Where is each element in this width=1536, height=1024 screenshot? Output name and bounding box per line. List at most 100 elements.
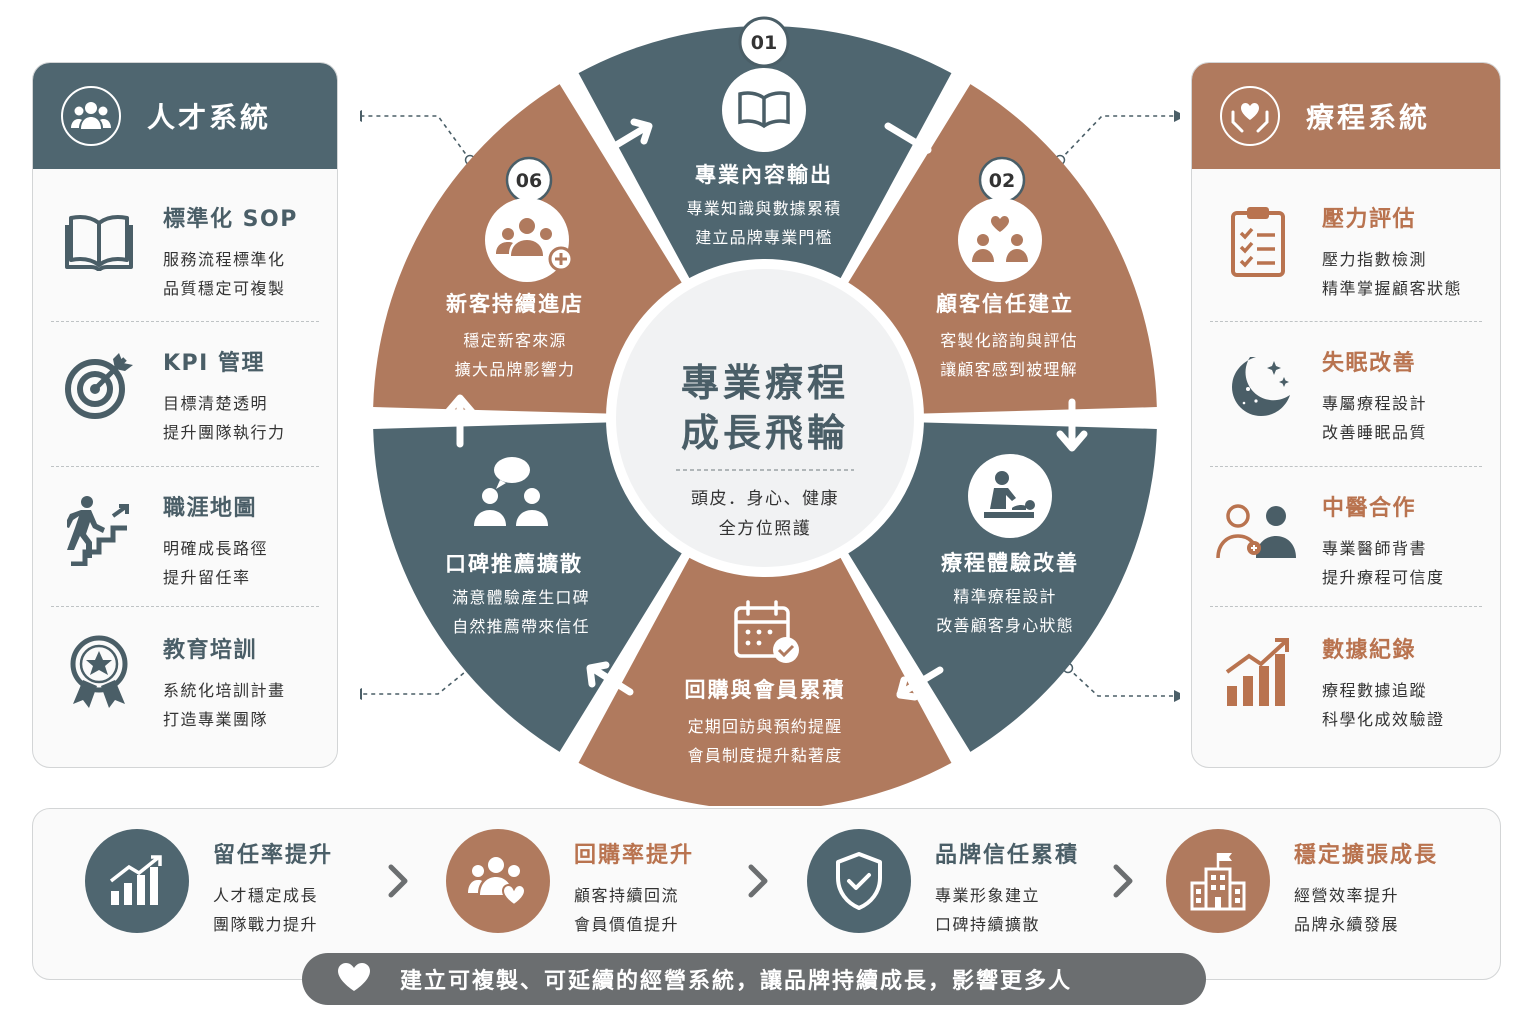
talent-item-line: 打造專業團隊 [163,710,269,729]
treatment-item-line: 科學化成效驗證 [1322,710,1445,729]
segment-line: 會員制度提升黏著度 [688,746,843,765]
outcomes-panel: 留任率提升 人才穩定成長 團隊戰力提升 回購率提升 顧客持續回流 會員價值提升 … [32,808,1501,980]
talent-item-sop: 標準化 SOP 服務流程標準化 品質穩定可複製 [33,171,337,311]
flow-arrow [604,118,653,154]
treatment-item-line: 療程數據追蹤 [1322,681,1428,700]
shield-check-icon [807,829,911,933]
treatment-item-stress: 壓力評估 壓力指數檢測 精準掌握顧客狀態 [1192,171,1500,311]
book-icon [63,205,135,277]
divider [1210,606,1482,607]
center-sub-line-1: 頭皮．身心、健康 [691,489,839,509]
chevron-right-icon [745,861,771,905]
outcome-line: 團隊戰力提升 [213,915,319,934]
talent-item-training: 教育培訓 系統化培訓計畫 打造專業團隊 [33,602,337,742]
building-flag-icon [1166,829,1270,933]
connector-top-right [1059,115,1176,161]
outcome-line: 品牌永續發展 [1294,915,1400,934]
heart-hands-icon [1220,86,1280,146]
flow-arrow [444,394,476,448]
segment-title: 回購與會員累積 [685,678,846,702]
treatment-item-title: 失眠改善 [1322,351,1417,376]
segment-03-wedge [843,422,1157,752]
treatment-item-tcm: 中醫合作 專業醫師背書 提升療程可信度 [1192,460,1500,600]
talent-item-line: 系統化培訓計畫 [163,681,286,700]
career-stairs-icon [63,494,135,566]
treatment-item-data: 數據紀錄 療程數據追蹤 科學化成效驗證 [1192,602,1500,742]
center-title-line-2: 成長飛輪 [681,411,849,455]
talent-panel-title: 人才系統 [147,101,272,134]
connector-arrowheads [360,110,1180,702]
divider [1210,466,1482,467]
center-title-line-1: 專業療程 [681,361,849,405]
treatment-item-line: 專業醫師背書 [1322,539,1428,558]
segment-06-new-customers: 06 新客持續進店 穩定新客來源 擴大品牌影響力 [446,156,584,379]
segment-01-wedge [578,26,952,287]
outcome-line: 口碑持續擴散 [935,915,1041,934]
center-sub-line-2: 全方位照護 [719,519,812,539]
talent-item-title: 教育培訓 [163,638,258,663]
flow-arrow [884,122,932,159]
connector-lines [360,115,1176,697]
outcome-title: 回購率提升 [574,843,695,868]
segment-02-customer-trust: 02 顧客信任建立 客製化諮詢與評估 讓顧客感到被理解 [936,156,1078,379]
flywheel-center [606,259,924,577]
treatment-system-panel: 療程系統 壓力評估 壓力指數檢測 精準掌握顧客狀態 失眠改善 專屬療程設計 改善… [1191,62,1501,768]
outcome-line: 會員價值提升 [574,915,680,934]
segment-title: 專業內容輸出 [695,163,833,187]
segment-line: 改善顧客身心狀態 [936,616,1074,635]
talent-panel-header: 人才系統 [33,63,337,169]
treatment-item-line: 改善睡眠品質 [1322,423,1428,442]
segment-line: 自然推薦帶來信任 [452,617,590,636]
segment-line: 建立品牌專業門檻 [695,228,833,247]
treatment-item-line: 壓力指數檢測 [1322,250,1428,269]
segment-line: 穩定新客來源 [463,331,566,350]
segment-05-word-of-mouth: 口碑推薦擴散 滿意體驗產生口碑 自然推薦帶來信任 [445,457,590,636]
talent-item-title: 職涯地圖 [163,496,258,521]
chevron-right-icon [385,861,411,905]
team-icon [61,86,121,146]
target-icon [63,349,135,421]
heart-icon [336,961,372,997]
segment-line: 滿意體驗產生口碑 [452,588,590,607]
talent-item-line: 品質穩定可複製 [163,279,286,298]
calendar-check-icon [734,600,799,663]
outcome-line: 專業形象建立 [935,886,1041,905]
flow-arrow [896,666,944,701]
segment-line: 定期回訪與預約提醒 [688,717,843,736]
treatment-item-line: 精準掌握顧客狀態 [1322,279,1463,298]
segment-01-professional-content: 01 專業內容輸出 專業知識與數據累積 建立品牌專業門檻 [687,16,840,247]
outcome-title: 品牌信任累積 [935,843,1080,868]
moon-stars-icon [1222,349,1294,421]
flow-arrow [586,661,634,696]
talent-item-line: 提升留任率 [163,568,251,587]
segment-number-badge [738,16,790,68]
segment-title: 新客持續進店 [446,292,584,316]
talent-item-career: 職涯地圖 明確成長路徑 提升留任率 [33,460,337,600]
chevron-right-icon [1110,861,1136,905]
flow-arrow [1056,398,1088,452]
mission-banner-text: 建立可複製、可延續的經營系統，讓品牌持續成長，影響更多人 [400,969,1073,994]
mission-banner: 建立可複製、可延續的經營系統，讓品牌持續成長，影響更多人 [302,953,1206,1005]
talent-item-line: 明確成長路徑 [163,539,269,558]
outcome-title: 留任率提升 [213,843,334,868]
treatment-item-title: 數據紀錄 [1322,638,1417,663]
outcome-line: 經營效率提升 [1294,886,1400,905]
divider [51,606,319,607]
doctors-icon [1214,494,1300,566]
treatment-panel-header: 療程系統 [1192,63,1500,169]
talent-item-line: 提升團隊執行力 [163,423,286,442]
segment-line: 客製化諮詢與評估 [940,331,1078,350]
rising-chart-icon [85,829,189,933]
flow-arrows [444,118,1088,701]
talent-item-title: KPI 管理 [163,351,266,376]
talent-item-line: 目標清楚透明 [163,394,269,413]
outcome-title: 穩定擴張成長 [1294,843,1439,868]
segment-number: 06 [516,170,542,192]
segment-04-wedge [578,549,952,806]
segment-03-treatment-experience: 療程體驗改善 精準療程設計 改善顧客身心狀態 [936,454,1079,635]
clipboard-checklist-icon [1222,205,1294,277]
segment-title: 療程體驗改善 [941,551,1079,575]
segment-05-wedge [373,422,687,752]
segment-title: 口碑推薦擴散 [445,552,583,576]
treatment-item-insomnia: 失眠改善 專屬療程設計 改善睡眠品質 [1192,315,1500,455]
